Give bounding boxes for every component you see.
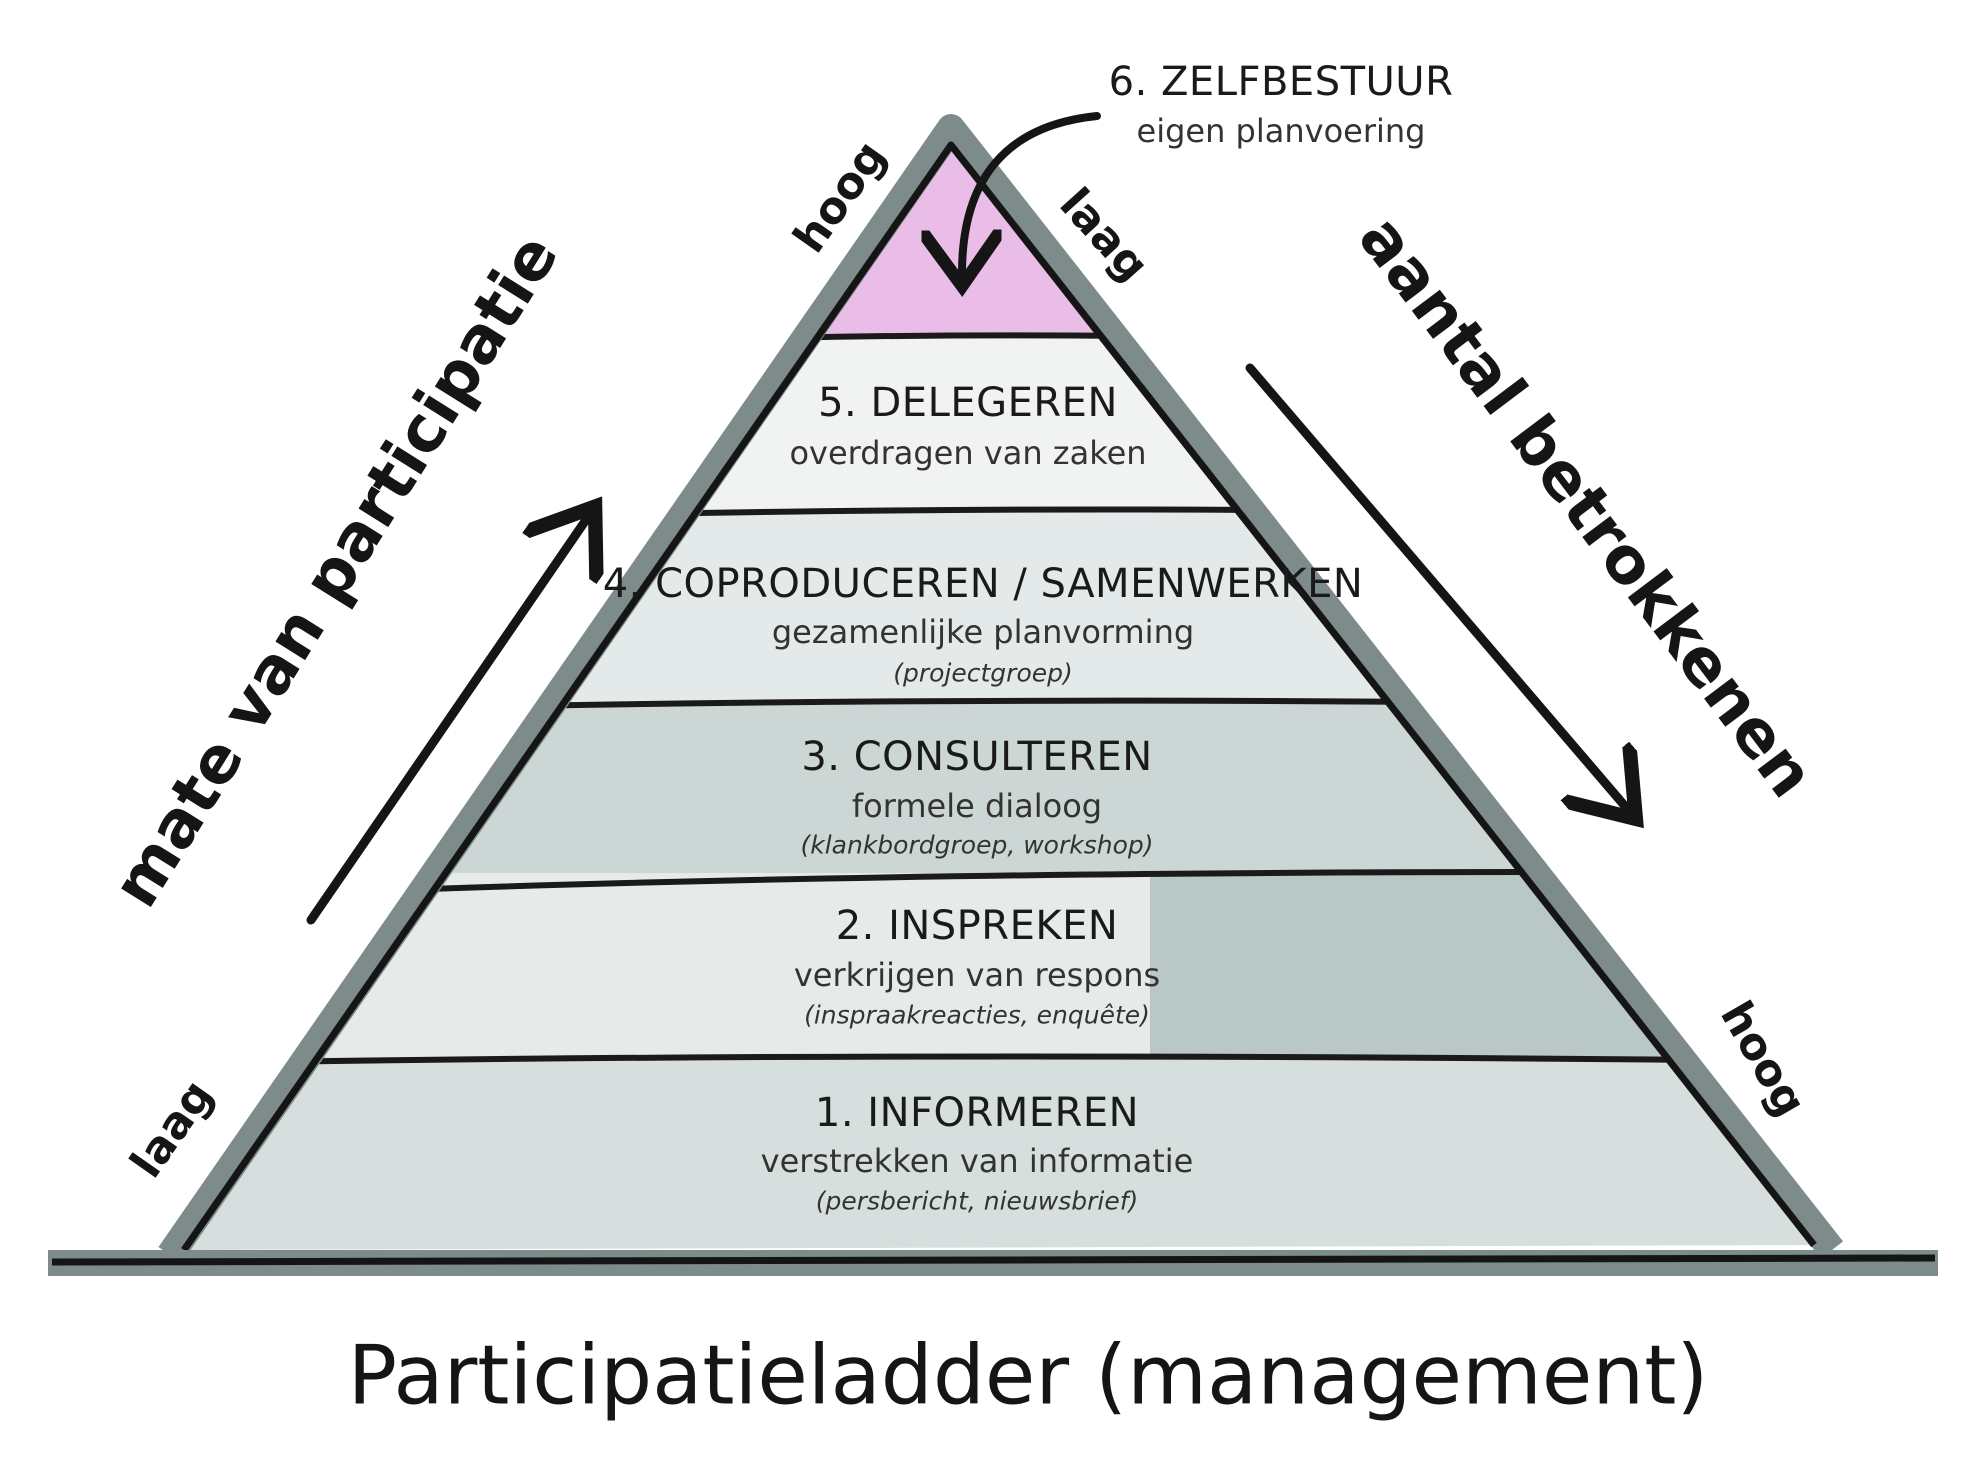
level-4-subtitle: gezamenlijke planvorming (771, 613, 1195, 651)
participation-arrow-icon (306, 514, 590, 925)
ground-line (51, 1254, 1936, 1266)
stakeholders-arrow-icon (1245, 363, 1630, 812)
level-3-note: (klankbordgroep, workshop) (800, 830, 1154, 860)
level-1-title: 1. INFORMEREN (814, 1090, 1140, 1136)
level-3-subtitle: formele dialoog (851, 787, 1103, 825)
diagram-title: Participatieladder (management) (347, 1328, 1709, 1424)
level-1-subtitle: verstrekken van informatie (760, 1142, 1194, 1180)
level-dividers (269, 332, 1701, 1065)
curved-arrow-icon (962, 112, 1101, 278)
pyramid-outline (48, 114, 1938, 1276)
level-5-title: 5. DELEGEREN (818, 380, 1118, 426)
level-6-subtitle: eigen planvoering (1136, 112, 1426, 150)
level-1-note: (persbericht, nieuwsbrief) (815, 1186, 1139, 1216)
level-2-subtitle: verkrijgen van respons (793, 956, 1161, 994)
level-4-title: 4. COPRODUCEREN / SAMENWERKEN (602, 561, 1364, 607)
level-6-title: 6. ZELFBESTUUR (1108, 59, 1454, 105)
level-3-title: 3. CONSULTEREN (801, 734, 1153, 780)
level-2-note: (inspraakreacties, enquête) (804, 1000, 1150, 1030)
level-5-subtitle: overdragen van zaken (789, 434, 1147, 472)
level-4-note: (projectgroep) (893, 658, 1073, 688)
level-2-title: 2. INSPREKEN (835, 903, 1119, 949)
level-1-fill (184, 1057, 1814, 1250)
